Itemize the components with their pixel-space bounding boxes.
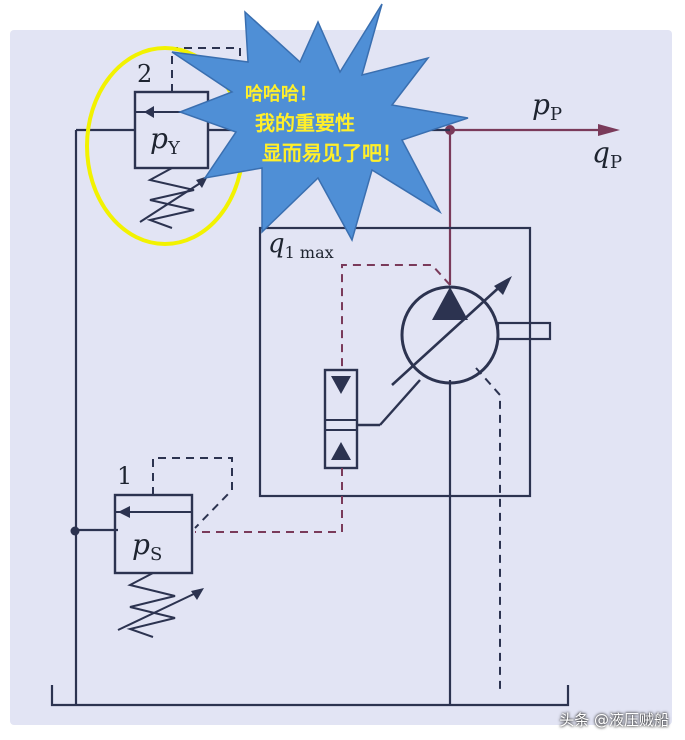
output-flow-label: qP <box>592 136 622 173</box>
cylinder-pilot-line-bottom <box>195 468 343 533</box>
output-pressure-label: pP <box>532 88 562 125</box>
callout-line-1: 哈哈哈！ <box>245 83 317 105</box>
cylinder-pilot-line-top <box>341 264 451 370</box>
pump-control-box <box>258 226 532 498</box>
starburst-callout: 哈哈哈！ 我的重要性 显而易见了吧！ <box>171 3 469 242</box>
callout-line-2: 我的重要性 <box>255 111 355 135</box>
output-arrow <box>598 124 620 136</box>
q1max-symbol: q1 max <box>268 229 334 262</box>
tank-symbol <box>50 685 570 707</box>
sequence-pressure-symbol: pS <box>132 528 162 565</box>
port-1-label: 1 <box>117 462 132 490</box>
variable-pump <box>391 276 552 386</box>
port-2-label: 2 <box>137 60 152 88</box>
relief-pressure-symbol: pY <box>150 122 181 159</box>
watermark: 头条 @液压贼船 <box>559 711 669 729</box>
junction-dot-left <box>70 526 80 536</box>
sequence-pilot-line <box>152 457 233 529</box>
return-lines <box>74 128 135 705</box>
callout-line-3: 显而易见了吧！ <box>262 141 402 165</box>
